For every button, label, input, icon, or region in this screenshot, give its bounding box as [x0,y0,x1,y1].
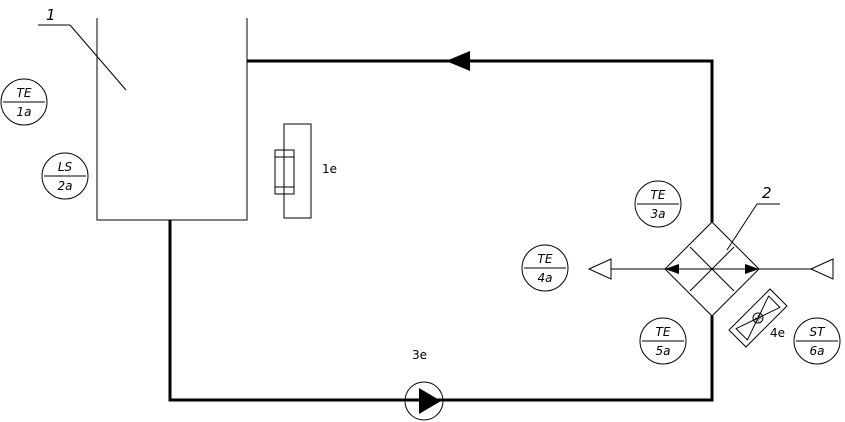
svg-text:5a: 5a [656,344,671,358]
tank: 1 [38,6,248,221]
pump: 3e [404,348,444,421]
instrument-st-6a: ST 6a [793,317,841,365]
svg-text:TE: TE [651,188,666,202]
tank-callout: 1 [46,6,56,24]
heat-exchanger: 2 [587,184,834,317]
pump-label: 3e [412,348,427,362]
loop-piping [168,51,714,402]
svg-text:2a: 2a [58,179,73,193]
svg-text:LS: LS [58,160,73,174]
heater-label: 1e [322,162,337,176]
motor-valve: M [728,288,788,348]
heater: 1e [274,123,337,219]
svg-text:4a: 4a [538,271,553,285]
valve-label: 4e [770,326,785,340]
flow-arrow [446,51,470,71]
svg-text:1a: 1a [17,105,32,119]
svg-text:TE: TE [656,325,671,339]
svg-text:M: M [754,314,764,324]
svg-text:TE: TE [17,86,32,100]
instrument-te-5a: TE 5a [639,317,687,365]
instrument-te-1a: TE 1a [0,78,48,126]
heat-exchanger-callout: 2 [762,184,772,202]
instrument-te-3a: TE 3a [634,180,682,228]
instrument-ls-2a: LS 2a [41,152,89,200]
svg-text:3a: 3a [651,207,666,221]
svg-text:ST: ST [810,325,827,339]
svg-text:TE: TE [538,252,553,266]
svg-text:6a: 6a [810,344,825,358]
instrument-te-4a: TE 4a [521,244,569,292]
